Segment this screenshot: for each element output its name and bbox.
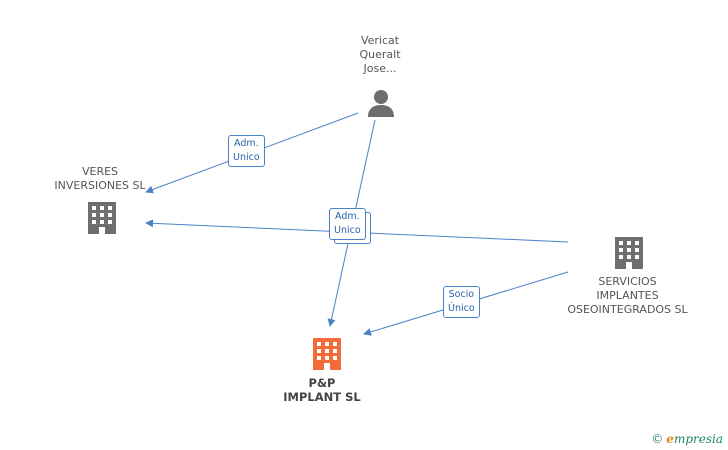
building-icon-pp[interactable] (311, 336, 343, 372)
node-label-line: Vericat (360, 34, 400, 47)
node-label-person[interactable]: Vericat Queralt Jose... (324, 34, 436, 76)
node-label-line: Queralt (359, 48, 401, 61)
edge-label-line: Unico (334, 225, 361, 236)
edge-label-line: Único (448, 303, 475, 314)
node-label-line: SERVICIOS (598, 275, 657, 288)
edge-label-line: Unico (233, 152, 260, 163)
node-label-line: IMPLANTES (596, 289, 659, 302)
person-icon[interactable] (366, 88, 396, 118)
node-label-line: IMPLANT SL (283, 390, 361, 404)
building-icon-servicios[interactable] (613, 235, 645, 271)
edge-label-adm-unico-veres: Adm. Unico (228, 135, 265, 167)
copyright-icon: © (651, 432, 664, 446)
node-label-pp[interactable]: P&P IMPLANT SL (272, 376, 372, 404)
node-label-line: INVERSIONES SL (54, 179, 146, 192)
node-label-servicios[interactable]: SERVICIOS IMPLANTES OSEOINTEGRADOS SL (560, 275, 695, 317)
node-label-line: VERES (81, 165, 119, 178)
node-label-line: Jose... (363, 62, 397, 75)
node-label-veres[interactable]: VERES INVERSIONES SL (30, 165, 170, 193)
edge-label-adm-unico-pp: Adm. Unico (329, 208, 366, 240)
building-icon-veres[interactable] (86, 200, 118, 236)
node-label-line: OSEOINTEGRADOS SL (567, 303, 688, 316)
edge-label-line: Adm. (234, 138, 259, 149)
edge-label-line: Socio (448, 289, 475, 300)
node-label-line: P&P (308, 376, 336, 390)
brand-e: e (666, 432, 674, 446)
edge-label-line: Adm. (335, 211, 360, 222)
brand-name: mpresia (673, 432, 723, 446)
empresia-logo[interactable]: ©empresia (651, 432, 723, 446)
edge-label-socio-unico: Socio Único (443, 286, 480, 318)
